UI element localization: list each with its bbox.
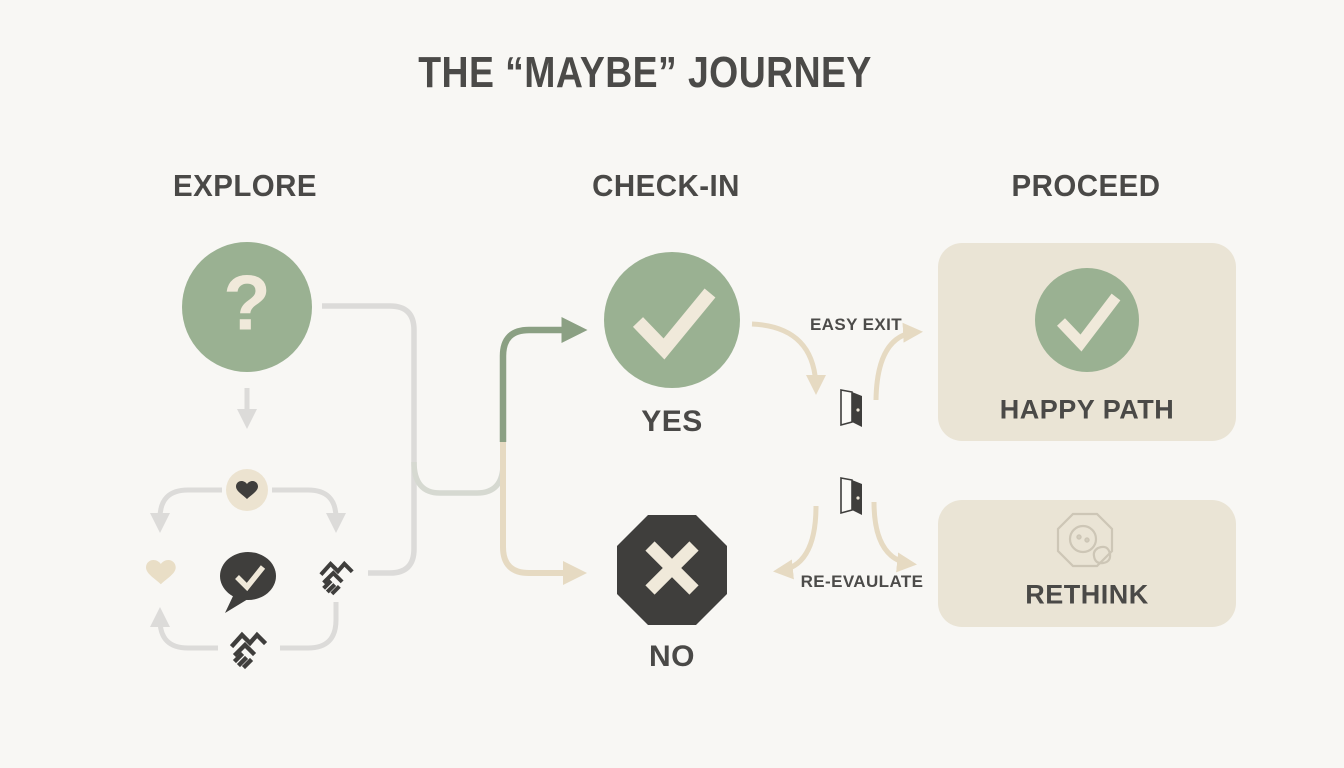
no-branch-arrow	[500, 464, 587, 585]
question-circle	[182, 242, 312, 372]
no-x-icon	[645, 541, 699, 595]
yes-branch-arrow	[499, 317, 588, 442]
yes-circle	[604, 252, 740, 388]
connector-feeder	[411, 461, 506, 496]
re-evaluate-arrow-to-rethink	[871, 501, 917, 573]
chat-check-icon	[220, 552, 276, 613]
yes-check-icon	[632, 288, 716, 360]
door-icon-re-evaluate	[840, 477, 863, 516]
re-evaluate-label: RE-EVAULATE	[800, 572, 924, 591]
column-header-proceed: PROCEED	[1011, 168, 1161, 203]
connector-question-down	[322, 303, 417, 576]
question-mark: ?	[223, 258, 271, 347]
rethink-card	[938, 500, 1236, 627]
column-header-explore: EXPLORE	[172, 168, 318, 203]
happy-check-circle	[1035, 268, 1139, 372]
yes-label: YES	[641, 405, 703, 438]
explore-loop-path	[150, 487, 346, 651]
handshake-icon-right	[322, 564, 351, 593]
happy-path-label: HAPPY PATH	[999, 394, 1175, 425]
door-icon-easy-exit	[840, 389, 863, 428]
happy-check-icon	[1057, 293, 1121, 352]
handshake-icon-bottom	[233, 635, 264, 666]
heart-badge-icon	[226, 469, 268, 511]
easy-exit-arrow-to-happy	[873, 322, 923, 401]
rethink-icon	[1056, 512, 1114, 568]
column-header-checkin: CHECK-IN	[592, 168, 740, 203]
rethink-label: RETHINK	[1025, 579, 1149, 610]
re-evaluate-arrow-to-no	[773, 505, 819, 580]
heart-icon	[146, 560, 176, 585]
easy-exit-label: EASY EXIT	[809, 315, 903, 334]
page-title: THE “MAYBE” JOURNEY	[418, 48, 872, 97]
no-label: NO	[649, 640, 695, 673]
easy-exit-arrow-down	[751, 321, 826, 395]
